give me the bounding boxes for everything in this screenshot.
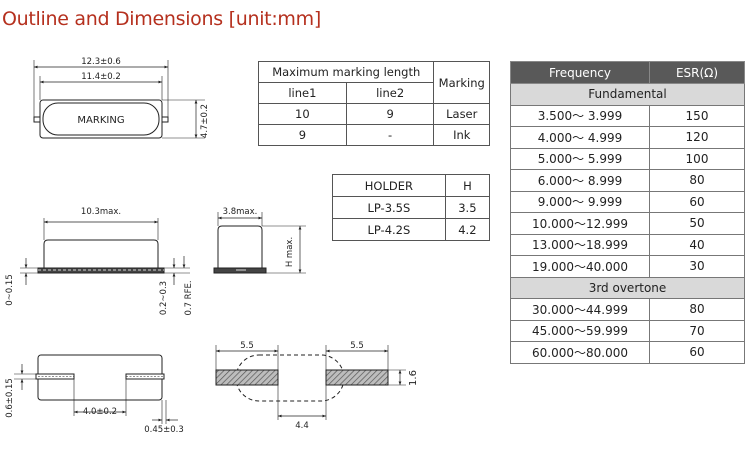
esr-cell: 30 xyxy=(649,255,745,278)
crystal-inner-outline xyxy=(42,102,160,136)
esr-header: ESR(Ω) xyxy=(649,61,745,84)
frequency-cell: 30.000～44.999 xyxy=(510,298,650,321)
lead-dimension-2: 0.7 RFE. xyxy=(184,280,194,315)
esr-cell: 100 xyxy=(649,147,745,170)
lead-width-label: 0.45±0.3 xyxy=(144,425,184,435)
end-height-label: H max. xyxy=(285,237,295,267)
h-header: H xyxy=(444,174,491,197)
h-cell: 3.5 xyxy=(444,196,491,219)
frequency-esr-table: Frequency ESR(Ω) Fundamental 3.500～ 3.99… xyxy=(510,61,745,364)
esr-cell: 70 xyxy=(649,319,745,342)
table-row: LP-3.5S 3.5 xyxy=(332,196,491,219)
esr-cell: 40 xyxy=(649,233,745,256)
marking-header: Marking xyxy=(433,61,490,104)
inner-length-label: 11.4±0.2 xyxy=(81,72,121,82)
frequency-cell: 45.000～59.999 xyxy=(510,319,650,342)
pad-right-width-label: 5.5 xyxy=(350,341,364,351)
holder-cell: LP-4.2S xyxy=(332,218,446,241)
marking-cell: Ink xyxy=(433,124,490,146)
line2-cell: 9 xyxy=(345,103,435,125)
end-view-drawing xyxy=(213,212,306,274)
frequency-cell: 13.000～18.999 xyxy=(510,233,650,256)
holder-header: HOLDER xyxy=(332,174,446,197)
pad-gap-label: 4.4 xyxy=(295,421,309,431)
end-can-outline xyxy=(217,225,263,268)
end-width-label: 3.8max. xyxy=(223,207,258,217)
page-title: Outline and Dimensions [unit:mm] xyxy=(2,8,321,30)
land-pattern-drawing xyxy=(215,345,406,420)
esr-cell: 50 xyxy=(649,212,745,235)
frequency-cell: 6.000～ 8.999 xyxy=(510,169,650,192)
line2-header: line2 xyxy=(345,82,435,104)
overall-length-label: 12.3±0.6 xyxy=(81,57,121,67)
line1-cell: 9 xyxy=(258,124,347,146)
marking-cell: Laser xyxy=(433,103,490,125)
frequency-cell: 5.000～ 5.999 xyxy=(510,147,650,170)
land-pad-right xyxy=(325,369,389,386)
esr-cell: 80 xyxy=(649,169,745,192)
left-offset-label: 0~0.15 xyxy=(5,274,15,305)
line1-header: line1 xyxy=(258,82,347,104)
table-row: 10 9 Laser xyxy=(258,103,490,125)
frequency-cell: 3.500～ 3.999 xyxy=(510,104,650,127)
pad-height-label: 1.6 xyxy=(408,370,419,386)
esr-cell: 60 xyxy=(649,341,745,364)
line2-cell: - xyxy=(345,124,435,146)
crystal-can-outline xyxy=(43,239,159,268)
dimension-drawings: 12.3±0.6 11.4±0.2 MARKING 4.7±0.2 10.3ma… xyxy=(5,57,419,435)
frequency-cell: 9.000～ 9.999 xyxy=(510,190,650,213)
section-header: 3rd overtone xyxy=(510,276,745,299)
pad-left-width-label: 5.5 xyxy=(240,341,254,351)
land-pad-left xyxy=(215,369,279,386)
table-row: 9 - Ink xyxy=(258,124,490,146)
bottom-view-drawing xyxy=(14,354,178,424)
body-length-label: 10.3max. xyxy=(81,207,121,217)
table-row: LP-4.2S 4.2 xyxy=(332,218,491,241)
esr-cell: 120 xyxy=(649,126,745,149)
holder-table: HOLDER H LP-3.5S 3.5 LP-4.2S 4.2 xyxy=(332,174,491,241)
top-view-drawing xyxy=(33,60,205,139)
marking-table: Maximum marking length Marking line1 lin… xyxy=(257,61,490,146)
section-header: Fundamental xyxy=(510,83,745,106)
h-cell: 4.2 xyxy=(444,218,491,241)
esr-cell: 60 xyxy=(649,190,745,213)
frequency-header: Frequency xyxy=(510,61,650,84)
marking-label: MARKING xyxy=(77,115,124,126)
pitch-label: 4.0±0.2 xyxy=(83,407,117,417)
bottom-left-dim-label: 0.6±0.15 xyxy=(5,378,15,418)
frequency-cell: 60.000～80.000 xyxy=(510,341,650,364)
height-label: 4.7±0.2 xyxy=(200,104,210,138)
frequency-cell: 10.000～12.999 xyxy=(510,212,650,235)
frequency-cell: 4.000～ 4.999 xyxy=(510,126,650,149)
lead-dimension-1: 0.2~0.3 xyxy=(159,281,169,315)
esr-cell: 80 xyxy=(649,298,745,321)
line1-cell: 10 xyxy=(258,103,347,125)
frequency-cell: 19.000～40.000 xyxy=(510,255,650,278)
holder-cell: LP-3.5S xyxy=(332,196,446,219)
esr-cell: 150 xyxy=(649,104,745,127)
marking-length-header: Maximum marking length xyxy=(257,61,435,83)
side-view-drawing xyxy=(20,218,190,285)
